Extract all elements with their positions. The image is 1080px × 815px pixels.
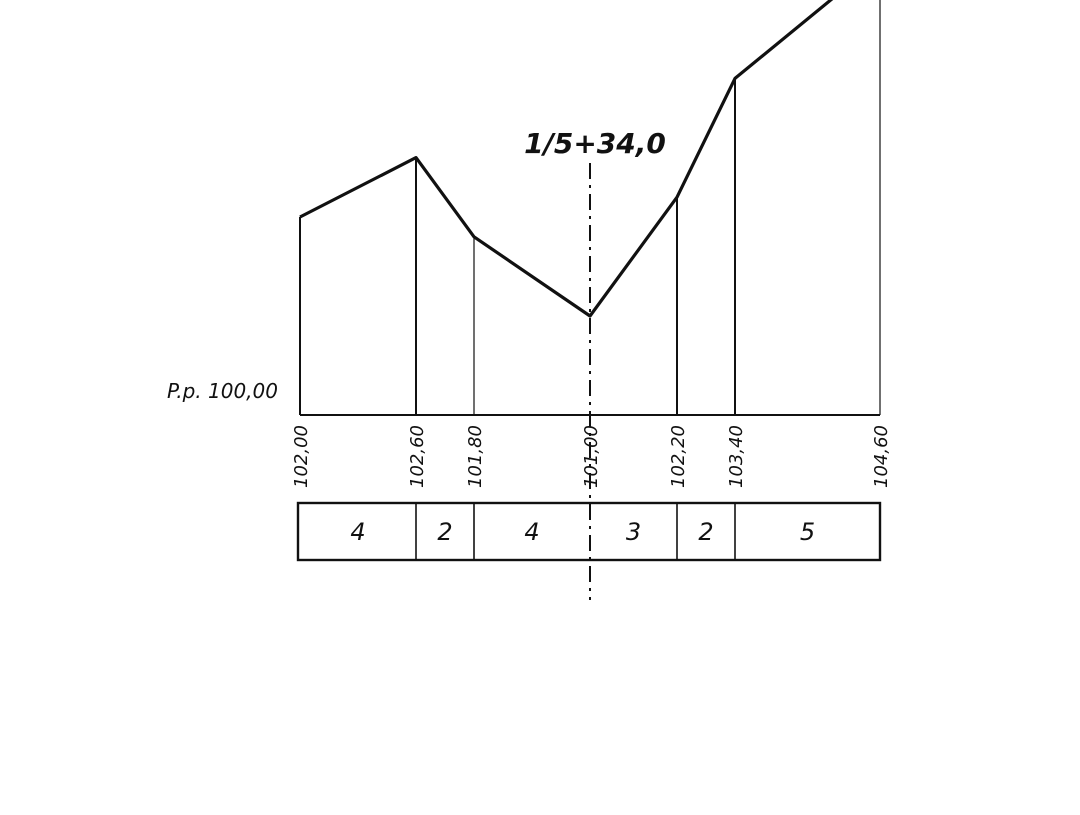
elevation-labels: 102,00 102,60 101,80 101,00 102,20 103,40 104,… bbox=[291, 425, 892, 488]
elevation-label-6: 104,60 bbox=[871, 425, 892, 488]
elevation-label-0: 102,00 bbox=[291, 425, 312, 488]
datum-label: P.p. 100,00 bbox=[167, 379, 278, 403]
distance-label-1: 2 bbox=[437, 518, 452, 546]
distance-label-3: 3 bbox=[626, 518, 641, 546]
distance-label-2: 4 bbox=[524, 518, 539, 546]
elevation-label-1: 102,60 bbox=[407, 425, 428, 488]
ground-line bbox=[299, 0, 834, 318]
elevation-verticals bbox=[299, 0, 881, 415]
station-label: 1/5+34,0 bbox=[524, 127, 666, 160]
elevation-label-3: 101,00 bbox=[581, 425, 602, 488]
elevation-label-2: 101,80 bbox=[465, 425, 486, 488]
distance-label-0: 4 bbox=[350, 518, 365, 546]
elevation-label-4: 102,20 bbox=[668, 425, 689, 488]
distance-band-frame bbox=[296, 501, 882, 562]
distance-label-4: 2 bbox=[698, 518, 713, 546]
distance-band: 4 2 4 3 2 5 bbox=[296, 501, 882, 562]
distance-label-5: 5 bbox=[800, 518, 815, 546]
elevation-label-5: 103,40 bbox=[726, 425, 747, 488]
ground-profile bbox=[299, 0, 834, 318]
